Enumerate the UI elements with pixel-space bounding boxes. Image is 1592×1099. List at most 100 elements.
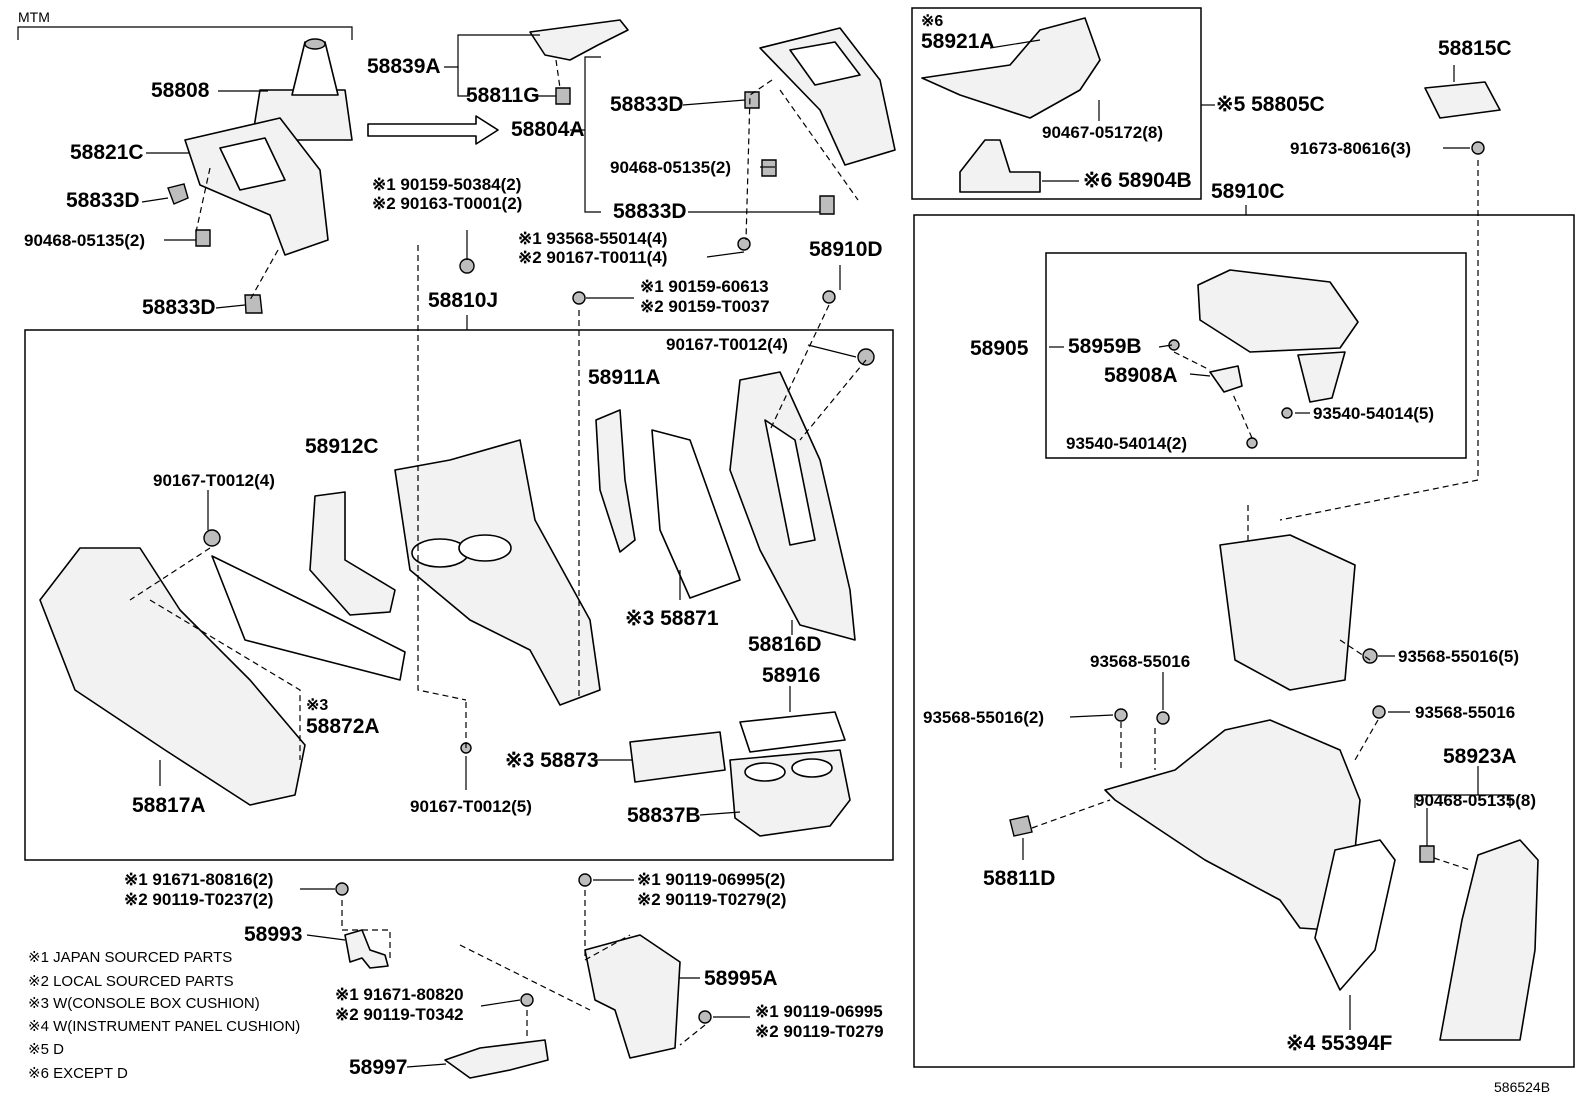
note-6: ※6 EXCEPT D [28, 1065, 128, 1082]
label-58839A: 58839A [367, 55, 441, 78]
cushion-58873 [629, 731, 726, 783]
note-5: ※5 D [28, 1041, 64, 1058]
label-58872A: 58872A [306, 715, 380, 738]
side-panel-58816D [729, 371, 856, 641]
label-93568: 93568-55016(2) [923, 708, 1044, 727]
diagram-id: 586524B [1494, 1079, 1550, 1095]
panel-58921A [921, 17, 1101, 119]
label-90119: ※2 90119-T0279(2) [637, 890, 786, 909]
label-90468: 90468-05135(8) [1415, 791, 1536, 810]
note-mark-6: ※6 [921, 13, 943, 30]
label-93540: 93540-54014(2) [1066, 434, 1187, 453]
label-58808: 58808 [151, 79, 210, 102]
console-upper-58810J [394, 439, 601, 706]
rear-console-58910C [1104, 719, 1361, 931]
shift-bezel-58821C [184, 117, 329, 256]
bracket-58912C [309, 491, 396, 616]
label-90119: ※1 90119-06995 [755, 1002, 883, 1021]
label-58833D: 58833D [613, 200, 687, 223]
garnish-58923A [1439, 839, 1539, 1041]
label-93568: 93568-55016 [1415, 703, 1515, 722]
label-91671: ※1 91671-80820 [335, 985, 464, 1004]
label-90167: ※2 90167-T0011(4) [518, 248, 667, 267]
label-90119: ※2 90119-T0342 [335, 1005, 464, 1024]
label-90468: 90468-05135(2) [610, 158, 731, 177]
bracket-58911A [595, 409, 636, 553]
clip [195, 229, 211, 247]
label-58810J: 58810J [428, 289, 498, 312]
cushion-58872A [211, 555, 406, 681]
label-90167: 90167-T0012(4) [666, 335, 788, 354]
side-panel-58817A [39, 547, 306, 806]
pad-55394F [1314, 839, 1396, 991]
pad-58815C [1424, 81, 1501, 119]
label-58837B: 58837B [627, 804, 701, 827]
armrest-58905 [1197, 269, 1359, 403]
label-58873: ※3 58873 [505, 749, 599, 772]
label-58905: 58905 [970, 337, 1029, 360]
label-90167: 90167-T0012(5) [410, 797, 532, 816]
label-58911A: 58911A [588, 366, 660, 389]
shift-boot-58808 [251, 38, 353, 141]
label-58816D: 58816D [748, 633, 822, 656]
label-58923A: 58923A [1443, 745, 1517, 768]
bracket-58993 [344, 929, 389, 969]
label-93568: ※1 93568-55014(4) [518, 229, 667, 248]
label-91673: 91673-80616(3) [1290, 139, 1411, 158]
label-90159: ※2 90159-T0037 [640, 297, 770, 316]
part-shapes [39, 17, 1539, 1079]
label-58833D: 58833D [66, 189, 140, 212]
label-58910D: 58910D [809, 238, 883, 261]
label-90163: ※2 90163-T0001(2) [372, 194, 522, 213]
ring-58916 [739, 711, 846, 753]
label-93568: 93568-55016 [1090, 652, 1190, 671]
bracket-58839A [529, 19, 629, 61]
label-58804A: 58804A [511, 118, 585, 141]
clip [555, 87, 571, 105]
label-58871: ※3 58871 [625, 607, 719, 630]
note-4: ※4 W(INSTRUMENT PANEL CUSHION) [28, 1018, 300, 1035]
notes-legend: ※1 JAPAN SOURCED PARTS ※2 LOCAL SOURCED … [28, 949, 300, 1082]
label-90467: 90467-05172(8) [1042, 123, 1163, 142]
label-58916: 58916 [762, 664, 820, 687]
label-58959B: 58959B [1068, 335, 1142, 358]
bracket-58997 [444, 1039, 549, 1079]
model-label: MTM [18, 9, 50, 25]
label-90468: 90468-05135(2) [24, 231, 145, 250]
label-58805C: ※5 58805C [1216, 93, 1325, 116]
console-box-frame [1219, 534, 1356, 691]
label-58811G: 58811G [466, 84, 540, 107]
part-labels: MTM 58808 58821C 58833D 90468-05135(2) 5… [18, 9, 1550, 1095]
label-90119: ※2 90119-T0237(2) [124, 890, 273, 909]
clip [819, 195, 835, 215]
frames [17, 7, 1575, 1068]
clip [761, 159, 777, 177]
label-90119: ※1 90119-06995(2) [637, 870, 785, 889]
note-3: ※3 W(CONSOLE BOX CUSHION) [28, 995, 260, 1012]
label-55394F: ※4 55394F [1286, 1032, 1393, 1055]
leader-lines [141, 34, 1511, 1068]
label-93568: 93568-55016(5) [1398, 647, 1519, 666]
label-93540: 93540-54014(5) [1313, 404, 1434, 423]
label-58910C: 58910C [1211, 180, 1285, 203]
note-2: ※2 LOCAL SOURCED PARTS [28, 973, 234, 990]
dashed-connectors [129, 59, 1479, 1046]
label-58912C: 58912C [305, 435, 379, 458]
cup-holder-58837B [729, 749, 851, 837]
clip-58811D [1009, 815, 1033, 837]
label-90159: ※1 90159-50384(2) [372, 175, 521, 194]
bolts [203, 141, 1485, 1024]
label-58904B: ※6 58904B [1083, 169, 1192, 192]
note-mark-3: ※3 [306, 697, 328, 714]
clip [744, 91, 760, 109]
clip [167, 183, 189, 205]
note-1: ※1 JAPAN SOURCED PARTS [28, 949, 232, 966]
label-58817A: 58817A [132, 794, 206, 817]
label-90159: ※1 90159-60613 [640, 277, 769, 296]
clip-90468 [1419, 845, 1435, 863]
cushion-58871 [651, 429, 741, 599]
label-90167: 90167-T0012(4) [153, 471, 275, 490]
bracket-58995A [584, 934, 681, 1059]
label-58833D: 58833D [142, 296, 216, 319]
